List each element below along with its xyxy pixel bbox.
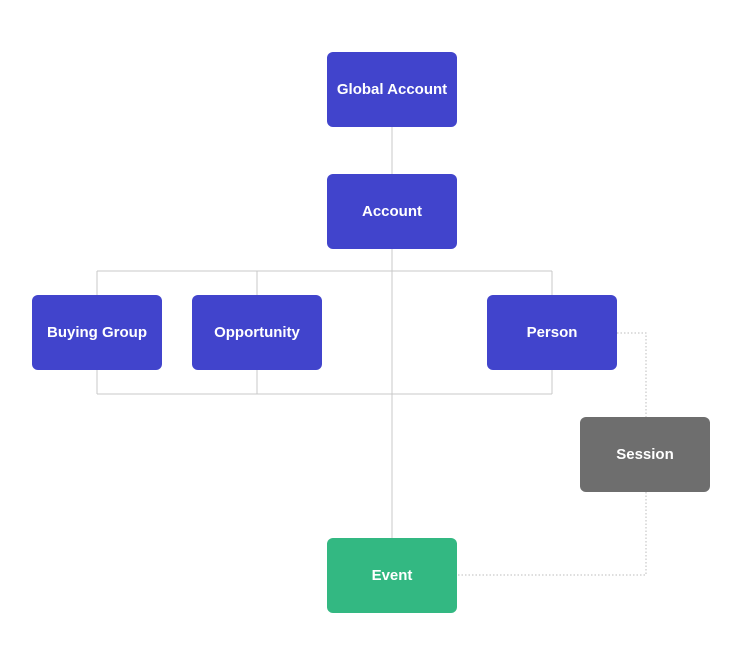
node-label: Event [371,567,413,584]
node-person[interactable]: Person [487,295,617,370]
node-label: Account [362,203,422,220]
node-event[interactable]: Event [327,538,457,613]
edge-person-session [617,332,647,418]
node-label: Buying Group [47,324,147,341]
node-label: Opportunity [214,324,300,341]
node-opportunity[interactable]: Opportunity [192,295,322,370]
node-label: Global Account [336,81,448,98]
node-buying-group[interactable]: Buying Group [32,295,162,370]
node-global-account[interactable]: Global Account [327,52,457,127]
edge-session-event [457,492,647,576]
node-account[interactable]: Account [327,174,457,249]
node-session[interactable]: Session [580,417,710,492]
node-label: Person [526,324,578,341]
node-label: Session [616,446,674,463]
